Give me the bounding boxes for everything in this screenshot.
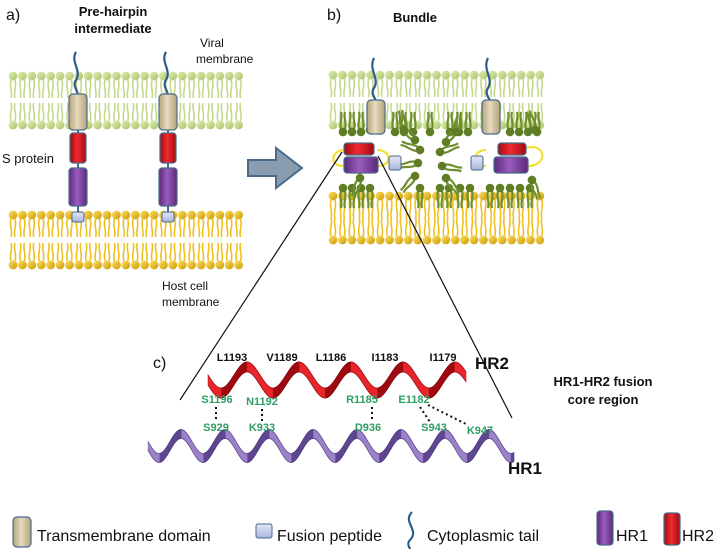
contact-residue: E1182 [398,394,429,406]
hr1-contact-labels: S929 K933 D936 S943 K947 [203,422,493,437]
viral-membrane-label-line1: Viral [200,36,224,50]
contact-residue: K933 [249,422,275,434]
host-membrane-a [8,210,244,270]
legend-fusion-peptide-label: Fusion peptide [277,528,382,545]
legend-hr2-label: HR2 [682,528,714,545]
hr2-helix [207,361,467,399]
legend-transmembrane-label: Transmembrane domain [37,528,211,545]
hr2-contact-labels: S1196 N1192 R1185 E1182 [201,394,429,408]
viral-membrane-a [8,71,244,130]
zoom-lines [179,151,513,419]
contact-residue: S929 [203,422,229,434]
transmembrane-swatch [12,516,32,548]
legend: Transmembrane domain Fusion peptide Cyto… [12,510,714,549]
six-helix-bundle-left [332,57,402,174]
transmembrane-domain [366,99,386,135]
residue-label: L1186 [316,352,347,364]
transmembrane-domain [481,99,501,135]
hr2-label: HR2 [475,354,509,373]
legend-transmembrane: Transmembrane domain [12,516,211,548]
fusion-core-label-line2: core region [568,392,639,407]
fusion-peptide [470,155,484,171]
host-membrane-label-line1: Host cell [162,279,208,293]
legend-hr2: HR2 [663,512,714,546]
six-helix-bundle-right [470,57,544,174]
hr1-helix [147,429,515,463]
contact-residue: S1196 [201,394,232,406]
panel-a: a) Pre-hairpin intermediate Viral membra… [2,4,254,309]
contact-residue: R1185 [346,394,378,406]
contact-residue: N1192 [246,396,278,408]
legend-cytoplasmic-tail: Cytoplasmic tail [407,511,539,549]
residue-label: V1189 [266,352,297,364]
panel-c: c) L1193 V1189 L1186 I1183 I1179 S1196 N… [147,352,653,478]
hr1-segment [68,167,88,207]
transition-arrow [247,145,304,191]
panel-a-letter: a) [6,7,20,24]
s-protein-1 [68,51,88,223]
viral-membrane-label-line2: membrane [196,52,254,66]
cytoplasmic-tail [73,51,80,97]
hr1-segment [493,156,529,174]
s-protein-2 [158,51,178,223]
contact-lines [215,404,467,425]
residue-label: L1193 [217,352,248,364]
fusion-core-label-line1: HR1-HR2 fusion [554,374,653,389]
cytoplasmic-tail [163,51,170,97]
hr2-swatch [663,512,681,546]
panel-b-letter: b) [327,7,341,24]
hr2-segment [69,132,87,164]
hemifusion-lipids [338,109,542,209]
fusion-peptide [71,211,85,223]
panel-a-title-line2: intermediate [74,21,151,36]
hr1-segment [158,167,178,207]
legend-hr1: HR1 [596,510,648,546]
hr2-segment [159,132,177,164]
fusion-peptide [388,155,402,171]
panel-b: b) Bundle [327,7,545,245]
s-protein-label: S protein [2,151,54,166]
residue-label: I1183 [372,352,399,364]
legend-fusion-peptide: Fusion peptide [255,523,382,545]
fusion-peptide-swatch [255,523,273,539]
fusion-peptide [161,211,175,223]
contact-residue: K947 [467,425,493,437]
legend-cytoplasmic-tail-label: Cytoplasmic tail [427,528,539,545]
host-membrane-label-line2: membrane [162,295,220,309]
hr1-segment [343,156,379,174]
panel-a-title-line1: Pre-hairpin [79,4,148,19]
hr1-swatch [596,510,614,546]
hr1-label: HR1 [508,459,542,478]
residue-label: I1179 [430,352,457,364]
contact-residue: D936 [355,422,381,434]
panel-b-title: Bundle [393,10,437,25]
legend-hr1-label: HR1 [616,528,648,545]
cytoplasmic-tail [371,57,378,103]
transmembrane-domain [158,93,178,131]
cytoplasmic-tail [485,57,492,103]
contact-residue: S943 [421,422,447,434]
hr2-segment [497,142,527,156]
hr2-segment [343,142,375,156]
hr2-residue-labels: L1193 V1189 L1186 I1183 I1179 [217,352,457,364]
cytoplasmic-tail-swatch [407,511,415,549]
transmembrane-domain [68,93,88,131]
panel-c-letter: c) [153,355,166,372]
